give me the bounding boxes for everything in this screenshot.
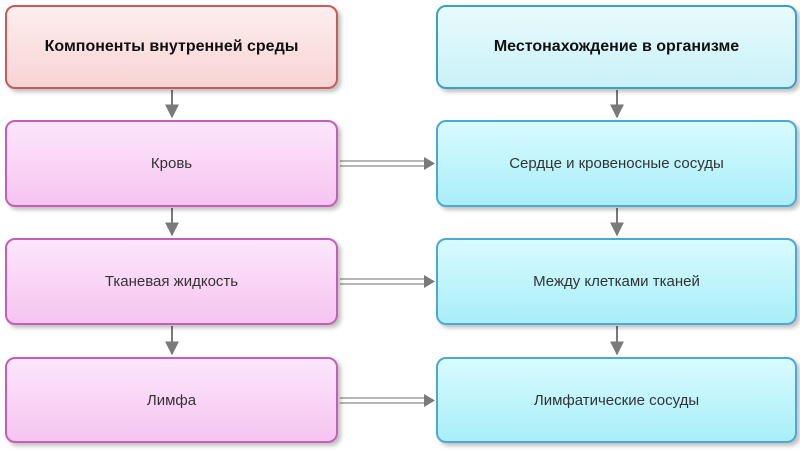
arrow-item-2-to-location-2: [340, 275, 435, 288]
component-tissue-fluid-label: Тканевая жидкость: [104, 273, 239, 290]
component-blood: Кровь: [5, 120, 338, 207]
arrow-item-1-to-location-1: [340, 157, 435, 170]
component-tissue-fluid: Тканевая жидкость: [5, 238, 338, 325]
component-lymph: Лимфа: [5, 357, 338, 443]
location-header: Местонахождение в организме: [436, 5, 797, 89]
location-lymph-vessels: Лимфатические сосуды: [436, 357, 797, 443]
location-heart-vessels: Сердце и кровеносные сосуды: [436, 120, 797, 207]
location-between-cells: Между клетками тканей: [436, 238, 797, 325]
components-header: Компоненты внутренней среды: [5, 5, 338, 89]
location-lymph-vessels-label: Лимфатические сосуды: [533, 391, 700, 409]
component-lymph-label: Лимфа: [146, 391, 197, 409]
location-heart-vessels-label: Сердце и кровеносные сосуды: [509, 155, 724, 172]
location-between-cells-label: Между клетками тканей: [533, 273, 700, 290]
component-blood-label: Кровь: [150, 155, 193, 172]
arrow-item-3-to-location-3: [340, 394, 435, 407]
location-header-text: Местонахождение в организме: [493, 38, 740, 55]
components-header-text: Компоненты внутренней среды: [44, 38, 299, 55]
